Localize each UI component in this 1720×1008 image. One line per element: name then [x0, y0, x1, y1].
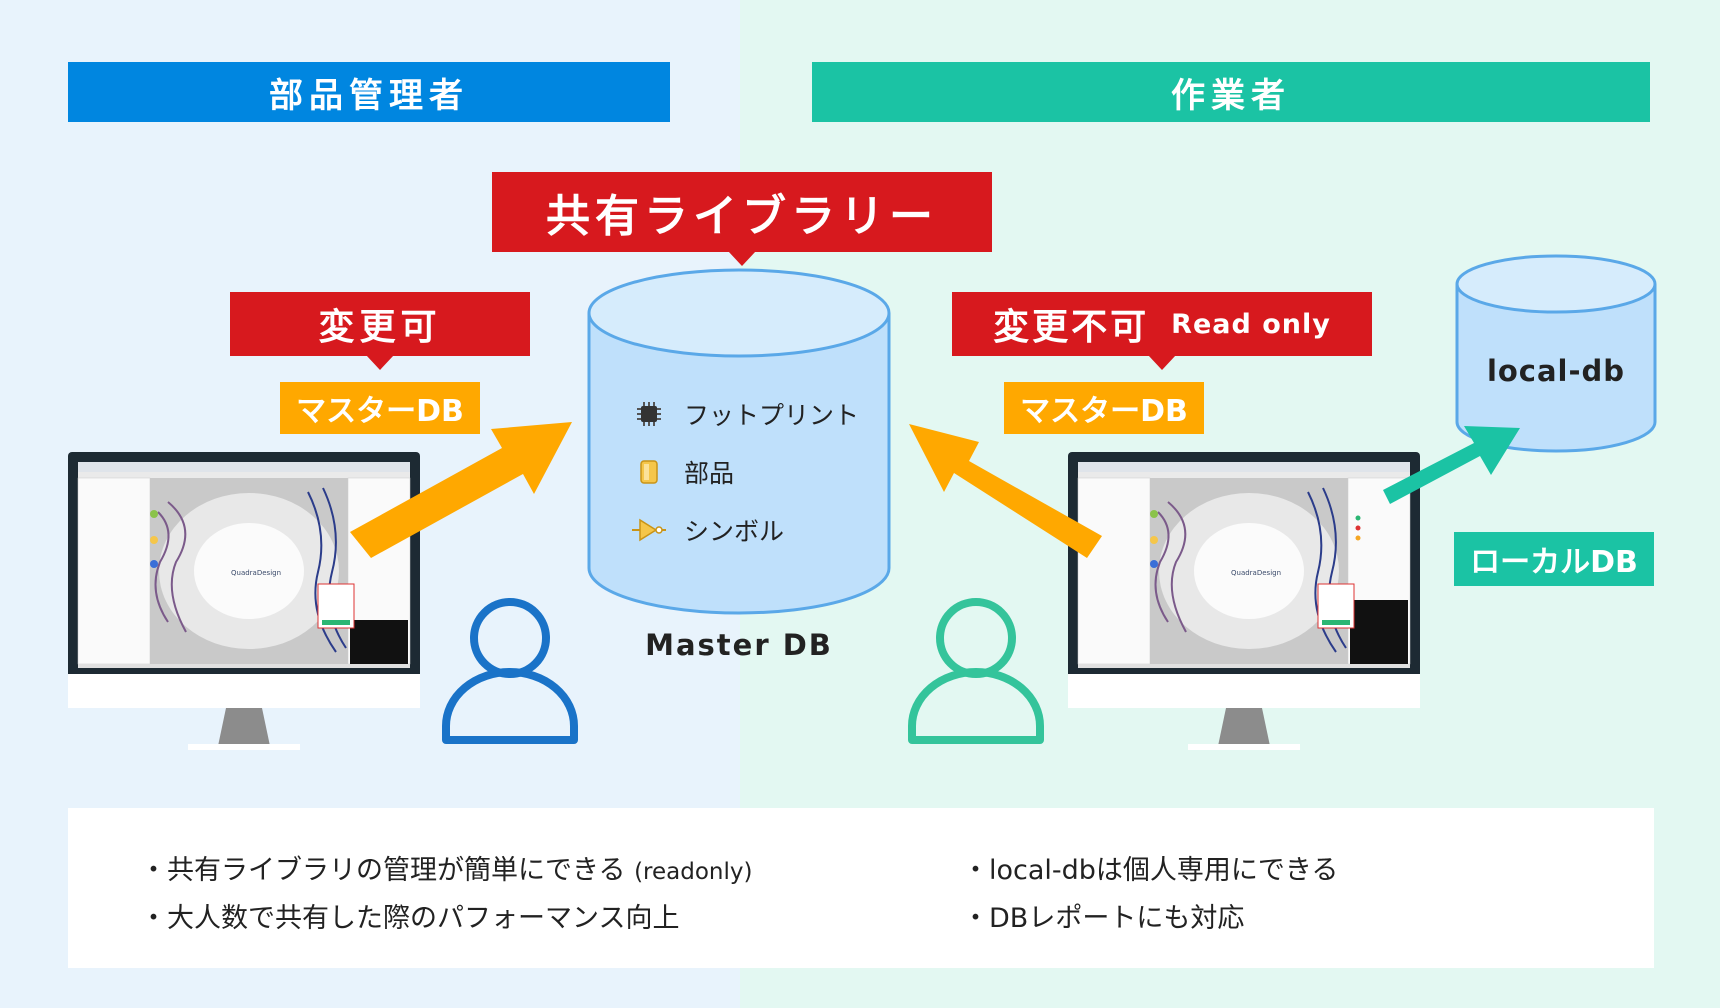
admin-permission-text: 変更可	[318, 307, 442, 348]
benefit-left-1: ・共有ライブラリの管理が簡単にできる (readonly)	[140, 848, 752, 887]
svg-text:QuadraDesign: QuadraDesign	[1231, 569, 1281, 577]
benefits-panel	[68, 808, 1654, 968]
shared-library-title: 共有ライブラリー	[546, 191, 938, 242]
local-db-label: local-db	[1486, 354, 1626, 388]
master-db-caption: Master DB	[645, 628, 833, 662]
local-db-cylinder	[1455, 254, 1657, 453]
shared-library-label: 共有ライブラリー	[492, 172, 992, 266]
worker-master-db-tag: マスターDB	[1004, 382, 1204, 434]
benefit-left-2: ・大人数で共有した際のパフォーマンス向上	[140, 903, 680, 934]
benefit-right-1: ・local-dbは個人専用にできる	[962, 855, 1339, 886]
db-item-symbol: シンボル	[632, 512, 784, 548]
local-db-tag: ローカルDB	[1454, 532, 1654, 586]
svg-text:QuadraDesign: QuadraDesign	[231, 569, 281, 577]
benefit-right-2: ・DBレポートにも対応	[962, 903, 1245, 934]
read-only-note: Read only	[1171, 308, 1331, 340]
db-item-footprint: フットプリント	[632, 396, 859, 432]
part-icon	[632, 458, 666, 486]
admin-header-label: 部品管理者	[269, 75, 469, 116]
admin-monitor: QuadraDesign	[68, 452, 420, 750]
admin-master-db-tag: マスターDB	[280, 382, 480, 434]
worker-permission-label: 変更不可 Read only	[952, 292, 1372, 370]
db-item-part-label: 部品	[684, 459, 735, 488]
db-item-part: 部品	[632, 454, 734, 490]
admin-to-master-arrow	[350, 422, 572, 558]
db-item-footprint-label: フットプリント	[684, 401, 860, 430]
worker-permission-text: 変更不可	[993, 307, 1150, 348]
master-db-cylinder	[587, 268, 891, 615]
worker-master-db-tag-text: マスターDB	[1020, 394, 1188, 429]
worker-header-label: 作業者	[1171, 75, 1291, 116]
local-db-tag-text: ローカルDB	[1470, 545, 1638, 580]
admin-user-icon	[442, 598, 578, 744]
worker-header: 作業者	[812, 62, 1650, 122]
admin-master-db-tag-text: マスターDB	[296, 394, 464, 429]
worker-user-icon	[908, 598, 1044, 744]
admin-header: 部品管理者	[68, 62, 670, 122]
worker-to-master-arrow	[909, 424, 1102, 558]
worker-to-local-arrow	[1383, 426, 1520, 504]
chip-icon	[632, 400, 666, 428]
admin-permission-label: 変更可	[230, 292, 530, 370]
worker-monitor: QuadraDesign	[1068, 452, 1420, 750]
db-item-symbol-label: シンボル	[684, 517, 785, 546]
symbol-icon	[632, 516, 666, 544]
benefit-left-1-note: (readonly)	[634, 859, 753, 885]
benefit-left-1-text: ・共有ライブラリの管理が簡単にできる	[140, 855, 626, 886]
